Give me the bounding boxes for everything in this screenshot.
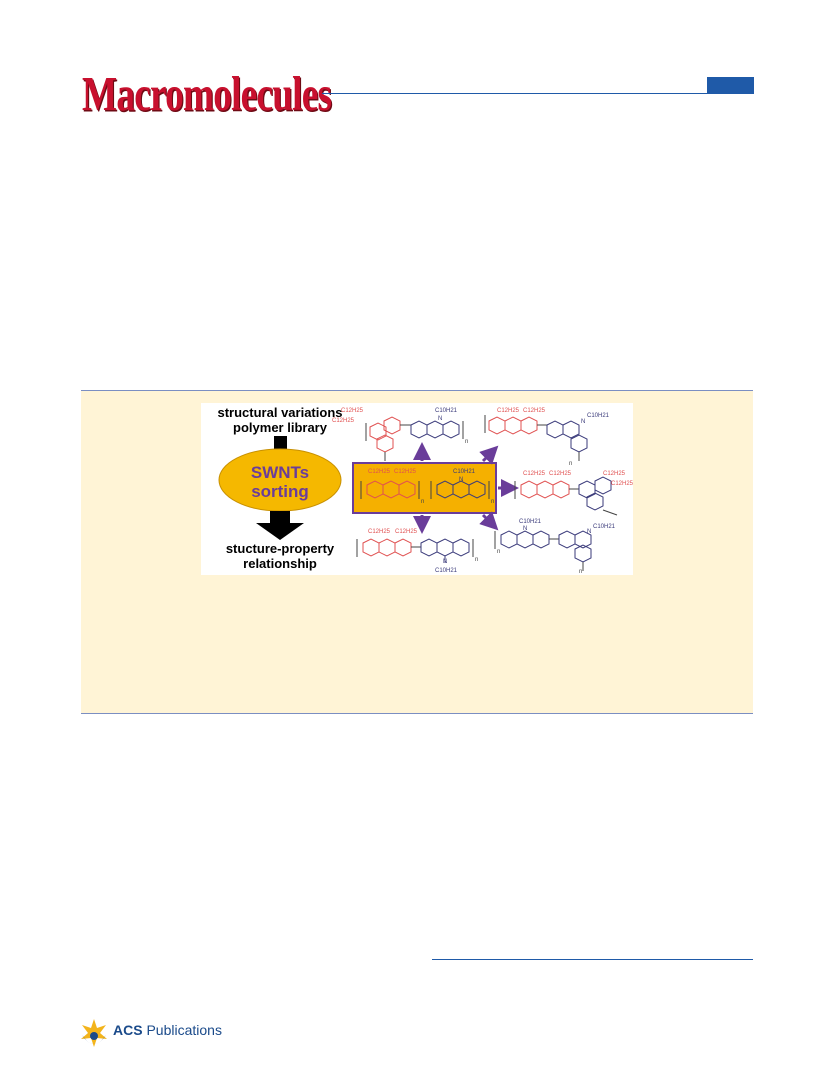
chem-label-n-sub: n [491,499,494,505]
structure-bottom-right [494,530,592,571]
toc-text-polymer-library: polymer library [233,420,328,435]
toc-graphic-svg: structural variations polymer library SW… [218,405,634,575]
ellipse-text-sorting: sorting [251,482,309,501]
publisher-acs: ACS [113,1022,143,1038]
toc-text-structural-variations: structural variations [218,405,343,420]
arrow-up-right [479,445,499,465]
ellipse-text-swnts: SWNTs [251,463,309,482]
header-tab [707,77,754,94]
chem-label-c12h25: C12H25 [497,408,520,414]
chem-label-c12h25: C12H25 [549,471,572,477]
journal-title: Macromolecules [82,66,332,121]
chem-label-c10h21: C10H21 [587,413,610,419]
chem-label-c10h21: C10H21 [435,408,458,414]
structure-top-right [484,415,588,461]
toc-text-structure-property: stucture-property [226,541,335,556]
chem-label-n-sub: n [421,499,424,505]
chem-label-n-sub: n [497,549,500,555]
central-polymer-structure [360,480,490,499]
down-arrow-big [256,511,304,540]
chem-label-c10h21: C10H21 [453,469,476,475]
structure-bottom-left [356,538,474,563]
chem-label-n: N [438,416,442,422]
chem-label-n: N [459,477,463,483]
chem-label-c10h21: C10H21 [519,519,542,525]
chem-label-c12h25: C12H25 [611,481,633,487]
chem-label-n-sub: n [475,557,478,563]
structure-top-left [365,416,464,461]
publisher-publications: Publications [146,1022,222,1038]
chem-label-c12h25: C12H25 [603,471,626,477]
footnote-rule [432,959,753,960]
chem-label-c12h25: C12H25 [523,471,546,477]
central-polymer-box [352,462,497,514]
chem-label-c12h25: C12H25 [341,408,364,414]
arrow-down-right [479,511,499,531]
chem-label-n: N [587,529,591,535]
chem-label-n-sub: n [579,569,582,575]
structure-right-middle [514,476,618,516]
chem-label-n: N [523,526,527,532]
chem-label-c10h21: C10H21 [435,568,458,574]
chem-label-n-sub: n [569,461,572,467]
chem-label-n: N [443,559,447,565]
chem-label-c12h25: C12H25 [394,469,417,475]
chem-label-n: N [581,419,585,425]
acs-logo-icon [78,1016,110,1048]
chem-label-c12h25: C12H25 [523,408,546,414]
chem-label-n-sub: n [465,439,468,445]
header-rule [322,93,707,94]
chem-label-c12h25: C12H25 [368,529,391,535]
toc-graphic: structural variations polymer library SW… [201,403,633,575]
chem-label-c12h25: C12H25 [368,469,391,475]
chem-label-c12h25: C12H25 [395,529,418,535]
publisher-name: ACS Publications [113,1022,222,1038]
chem-label-c12h25: C12H25 [332,418,355,424]
chem-label-c10h21: C10H21 [593,524,616,530]
down-arrow-shaft-top [274,436,287,450]
toc-text-relationship: relationship [243,556,317,571]
